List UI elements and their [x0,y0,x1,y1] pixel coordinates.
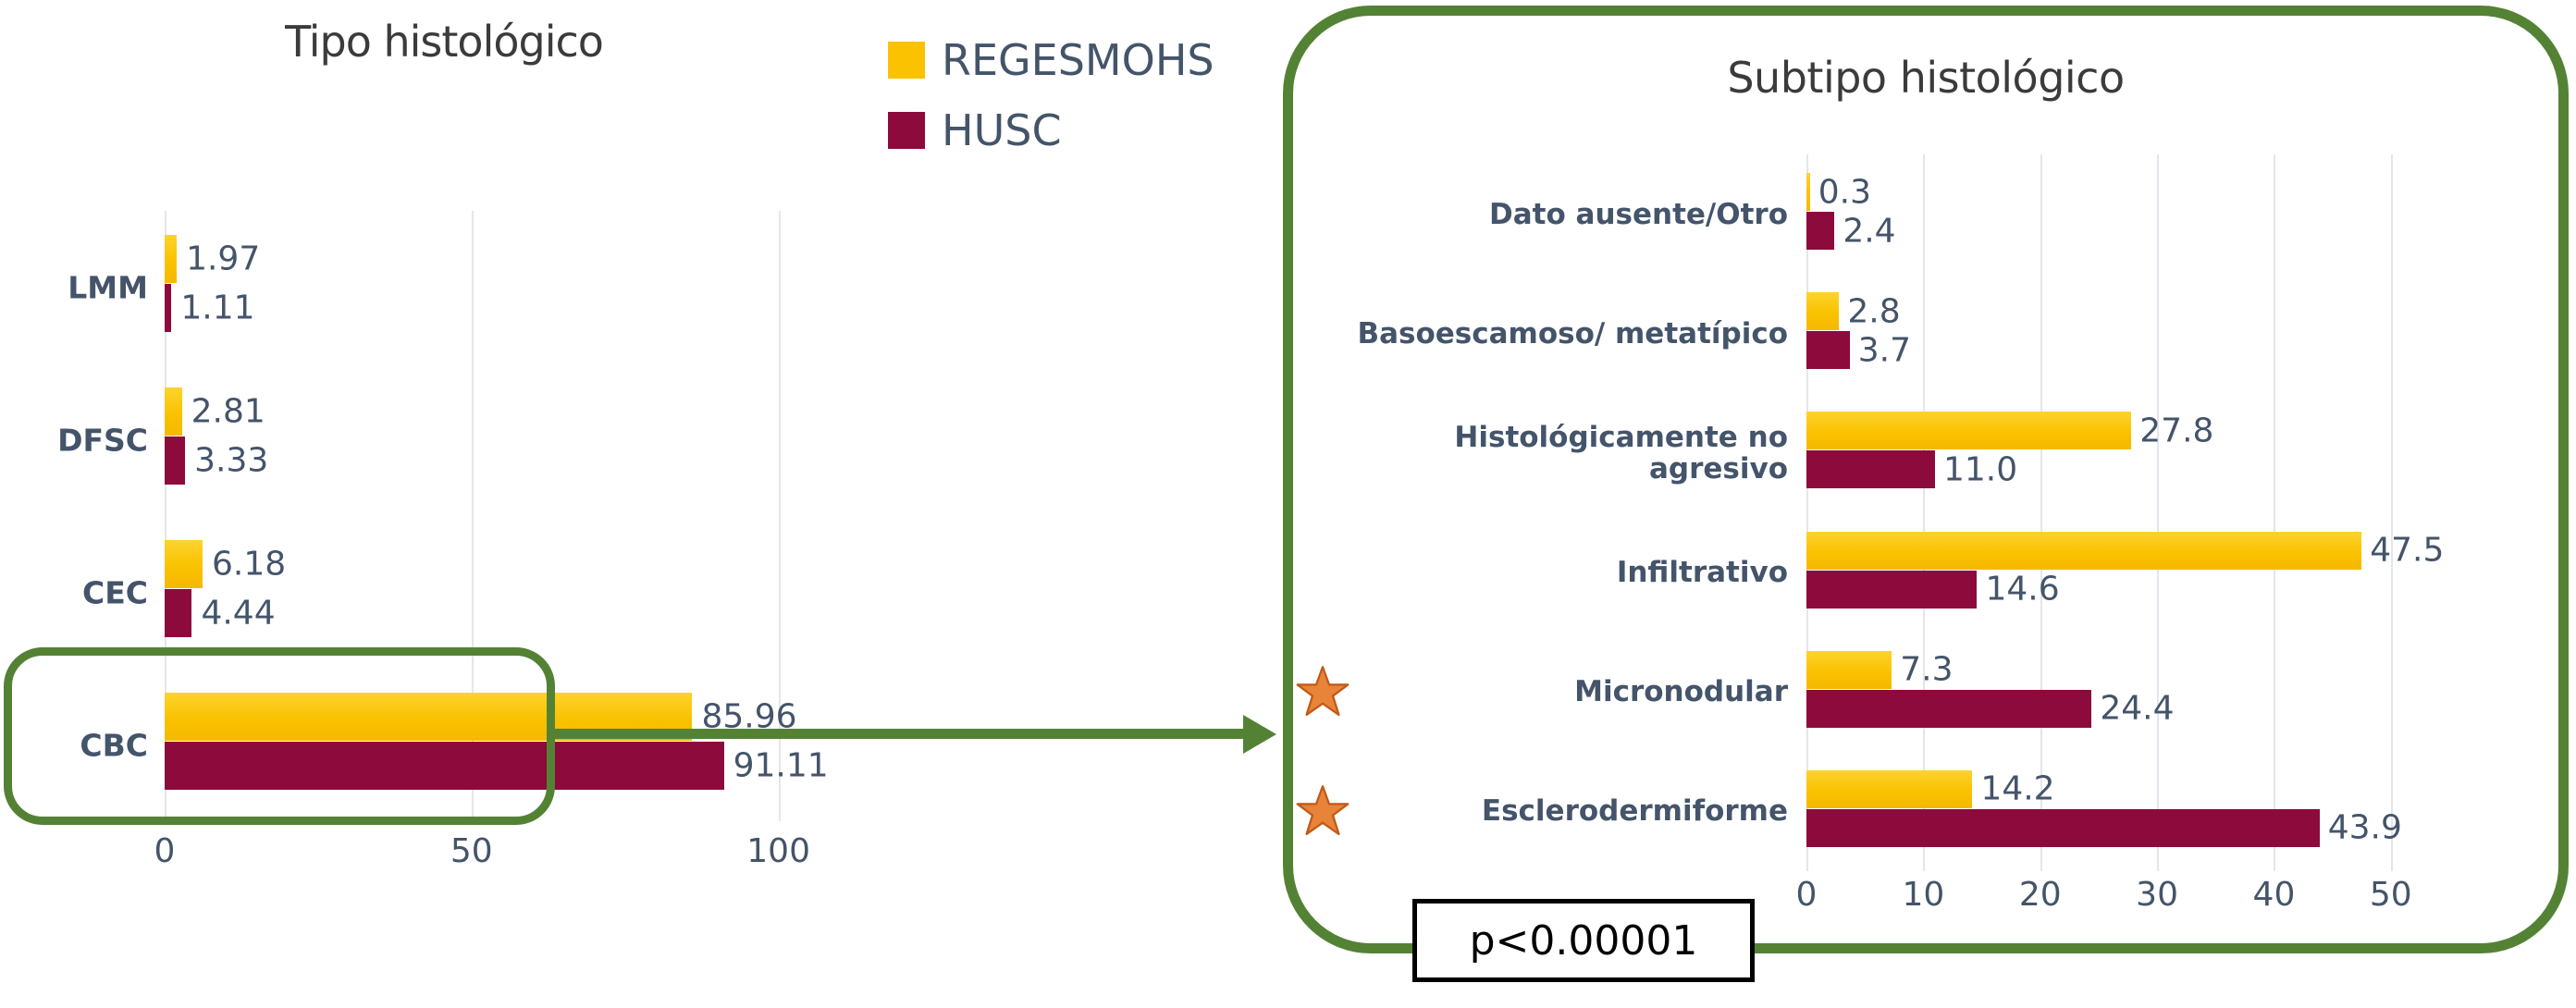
arrow-head [1243,715,1276,754]
square-swatch [888,112,925,149]
bar-regesmohs: 27.8 [1806,412,2213,450]
bar-value-label: 14.6 [1985,570,2060,608]
bar-husc: 2.4 [1806,212,1896,250]
category-label: Esclerodermiforme [1296,785,1788,836]
bar-value-label: 47.5 [2370,531,2445,570]
bar-value-label: 7.3 [1900,650,1954,689]
p-value-box: p<0.00001 [1412,899,1755,982]
bar-group-row: CEC 6.18 4.44 [82,516,840,669]
right-x-axis: 0 10 20 30 40 50 [1796,876,2449,931]
bar-value-label: 43.9 [2327,808,2402,847]
axis-tick-label: 20 [2018,876,2062,914]
bar-value-label: 91.11 [733,746,829,785]
gridline [471,211,474,821]
bar-value-label: 1.11 [180,289,255,327]
axis-tick-label: 40 [2252,876,2296,914]
category-label: DFSC [57,422,148,458]
legend-item-husc[interactable]: HUSC [888,105,1214,155]
bar-value-label: 4.44 [201,594,276,633]
axis-tick-label: 0 [1795,876,1818,914]
axis-tick-label: 30 [2136,876,2178,914]
bar-value-label: 3.33 [194,441,269,480]
bar-regesmohs: 14.2 [1806,769,2055,808]
bar-regesmohs: 2.8 [1806,292,1901,331]
gridline [2040,154,2042,871]
gridline [165,211,166,821]
gridline [1923,154,1926,871]
bar-group-row: Micronodular 7.3 24.4 [1296,633,2449,752]
category-label: CEC [82,574,148,610]
category-label: LMM [68,269,148,305]
bar-group-row: DFSC 2.81 3.33 [57,363,840,516]
bar-husc: 4.44 [165,589,276,637]
bar-group-row: Histológicamente no agresivo 27.8 11.0 [1454,393,2449,512]
bar-group-row: Infiltrativo 47.5 14.6 [1617,513,2449,633]
bar-value-label: 6.18 [212,545,287,584]
bar-husc: 3.33 [165,436,268,485]
category-label: Histológicamente no agresivo [1454,420,1788,486]
bar-regesmohs: 2.81 [165,387,265,436]
bar-regesmohs: 47.5 [1806,531,2444,570]
bar-value-label: 2.8 [1847,292,1901,331]
arrow-shaft [551,729,1250,739]
bar-group-row: LMM 1.97 1.11 [68,211,840,363]
category-label: CBC [80,727,148,763]
gridline [1806,154,1808,871]
bar-value-label: 1.97 [186,240,261,278]
category-label: Basoescamoso/ metatípico [1357,316,1788,350]
bar-husc: 3.7 [1806,331,1911,370]
bar-regesmohs: 1.97 [165,235,260,283]
axis-tick-label: 50 [2369,876,2412,914]
left-chart-title: Tipo histológico [285,17,604,67]
bar-group-row: Esclerodermiforme 14.2 43.9 [1296,752,2449,871]
square-swatch [888,42,925,79]
axis-tick-label: 100 [746,832,810,870]
bar-regesmohs: 6.18 [165,540,286,588]
bar-husc: 91.11 [165,742,829,790]
gridline [778,211,781,821]
bar-value-label: 2.4 [1843,212,1896,250]
bar-value-label: 24.4 [2100,689,2175,728]
category-label: Micronodular [1296,666,1788,717]
bar-regesmohs: 7.3 [1806,650,1954,689]
axis-tick-label: 50 [450,832,493,870]
right-chart-title: Subtipo histológico [1727,53,2125,103]
category-label: Infiltrativo [1616,556,1788,590]
bar-value-label: 2.81 [191,392,265,431]
axis-tick-label: 0 [154,832,176,870]
star-icon [1296,665,1350,719]
right-chart-panel: Subtipo histológico Dato ausente/Otro 0.3… [1283,6,2569,953]
legend-item-regesmohs[interactable]: REGESMOHS [888,35,1214,85]
category-label: Dato ausente/Otro [1488,197,1788,231]
bar-value-label: 3.7 [1857,331,1912,370]
chart-legend: REGESMOHS HUSC [888,35,1214,176]
bar-husc: 14.6 [1806,570,2060,608]
bar-husc: 11.0 [1806,450,2017,489]
legend-item-label: REGESMOHS [942,35,1214,85]
gridline [2390,154,2393,871]
gridline [2157,154,2160,871]
bar-value-label: 27.8 [2139,412,2214,450]
legend-item-label: HUSC [942,105,1062,155]
bar-regesmohs: 0.3 [1806,173,1871,211]
left-x-axis: 0 50 100 [154,832,840,888]
bar-value-label: 11.0 [1943,450,2018,489]
star-icon [1296,784,1350,838]
bar-value-label: 0.3 [1818,173,1872,211]
bar-husc: 24.4 [1806,689,2174,728]
axis-tick-label: 10 [1902,876,1945,914]
gridline [2274,154,2276,871]
bar-husc: 43.9 [1806,808,2402,847]
bar-husc: 1.11 [165,284,255,332]
bar-value-label: 14.2 [1980,769,2055,808]
cbc-highlight-box [4,647,555,825]
arrow-right-icon [551,712,1291,768]
